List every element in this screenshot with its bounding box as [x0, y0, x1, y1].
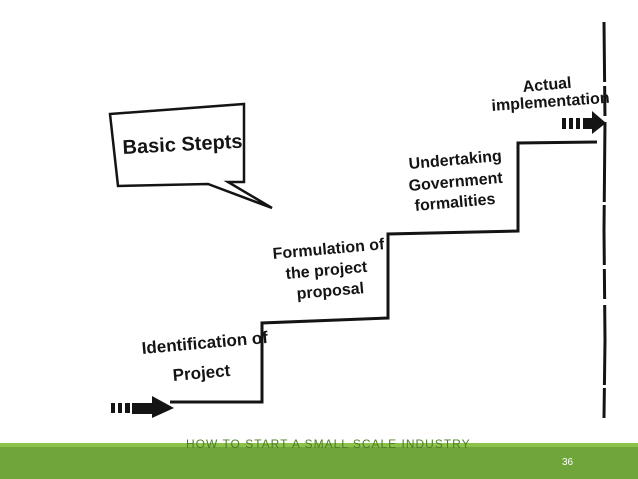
end-arrow-icon [562, 111, 606, 134]
footer-title: HOW TO START A SMALL SCALE INDUSTRY [186, 437, 471, 451]
page-number: 36 [562, 457, 574, 468]
start-arrow-icon [111, 396, 174, 418]
page-edge-line [602, 21, 607, 419]
staircase-line [170, 140, 598, 404]
footer-top-line [0, 443, 638, 447]
footer-bar: HOW TO START A SMALL SCALE INDUSTRY 36 [0, 437, 638, 479]
callout-bubble [108, 102, 273, 210]
